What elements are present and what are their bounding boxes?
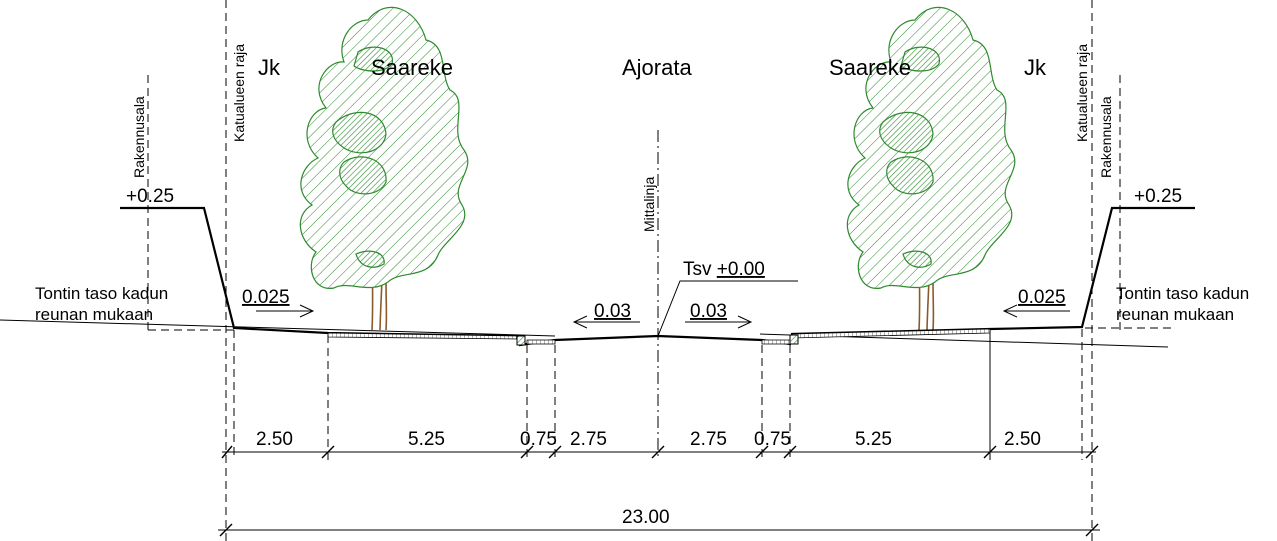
plot-level-note-left-line2: reunan mukaan [35,305,153,324]
label-mittalinja: Mittalinja [641,177,657,232]
arrow-icon [1002,304,1018,318]
curb-strip-right [761,339,791,345]
label-rakennusala-left: Rakennusala [131,96,147,178]
dimension-extension-lines [233,329,1083,460]
slope-left-walkway: 0.025 [242,287,290,308]
zone-label-saareke-left: Saareke [371,55,453,80]
elevation-center: Tsv +0.00 [683,259,765,280]
plot-level-note-right-line1: Tontin taso kadun [1116,284,1249,303]
dimension-ticks [219,445,1099,537]
dimension-value: 0.75 [754,429,791,450]
zone-label-saareke-right: Saareke [829,55,911,80]
dimension-value: 0.75 [520,429,557,450]
elevation-leader-center [657,280,798,337]
slope-left-lane: 0.03 [594,301,631,322]
plot-level-line-left [0,319,556,337]
dimension-total-value: 23.00 [622,507,670,528]
slope-arrow-left-lane [572,315,640,329]
label-katualueen-raja-right: Katualueen raja [1074,44,1090,142]
slope-right-lane: 0.03 [690,301,727,322]
curb-strip-left [526,339,556,345]
island-paving-right [791,328,991,339]
dimension-value: 2.75 [690,429,727,450]
label-katualueen-raja-left: Katualueen raja [231,44,247,142]
slope-arrow-right-walkway [1002,304,1070,318]
arrow-icon [299,304,315,318]
zone-label-ajorata: Ajorata [622,55,692,80]
elevation-left: +0.25 [126,186,174,207]
arrow-icon [572,315,588,329]
arrow-icon [737,315,753,329]
slope-arrow-right-lane [685,315,753,329]
elevation-right: +0.25 [1134,186,1182,207]
zone-label-jk-left: Jk [258,55,281,80]
curb-left [516,335,526,346]
zone-label-jk-right: Jk [1024,55,1047,80]
dimension-value: 5.25 [408,429,445,450]
dimension-value: 2.50 [256,429,293,450]
dimension-value: 2.75 [570,429,607,450]
slope-arrow-left-walkway [256,304,315,318]
curb-right [789,334,799,345]
dimension-value: 2.50 [1004,429,1041,450]
plot-level-note-right-line2: reunan mukaan [1116,305,1234,324]
slope-right-walkway: 0.025 [1018,287,1066,308]
label-rakennusala-right: Rakennusala [1098,96,1114,178]
plot-level-note-left-line1: Tontin taso kadun [35,284,168,303]
dimension-value: 5.25 [855,429,892,450]
